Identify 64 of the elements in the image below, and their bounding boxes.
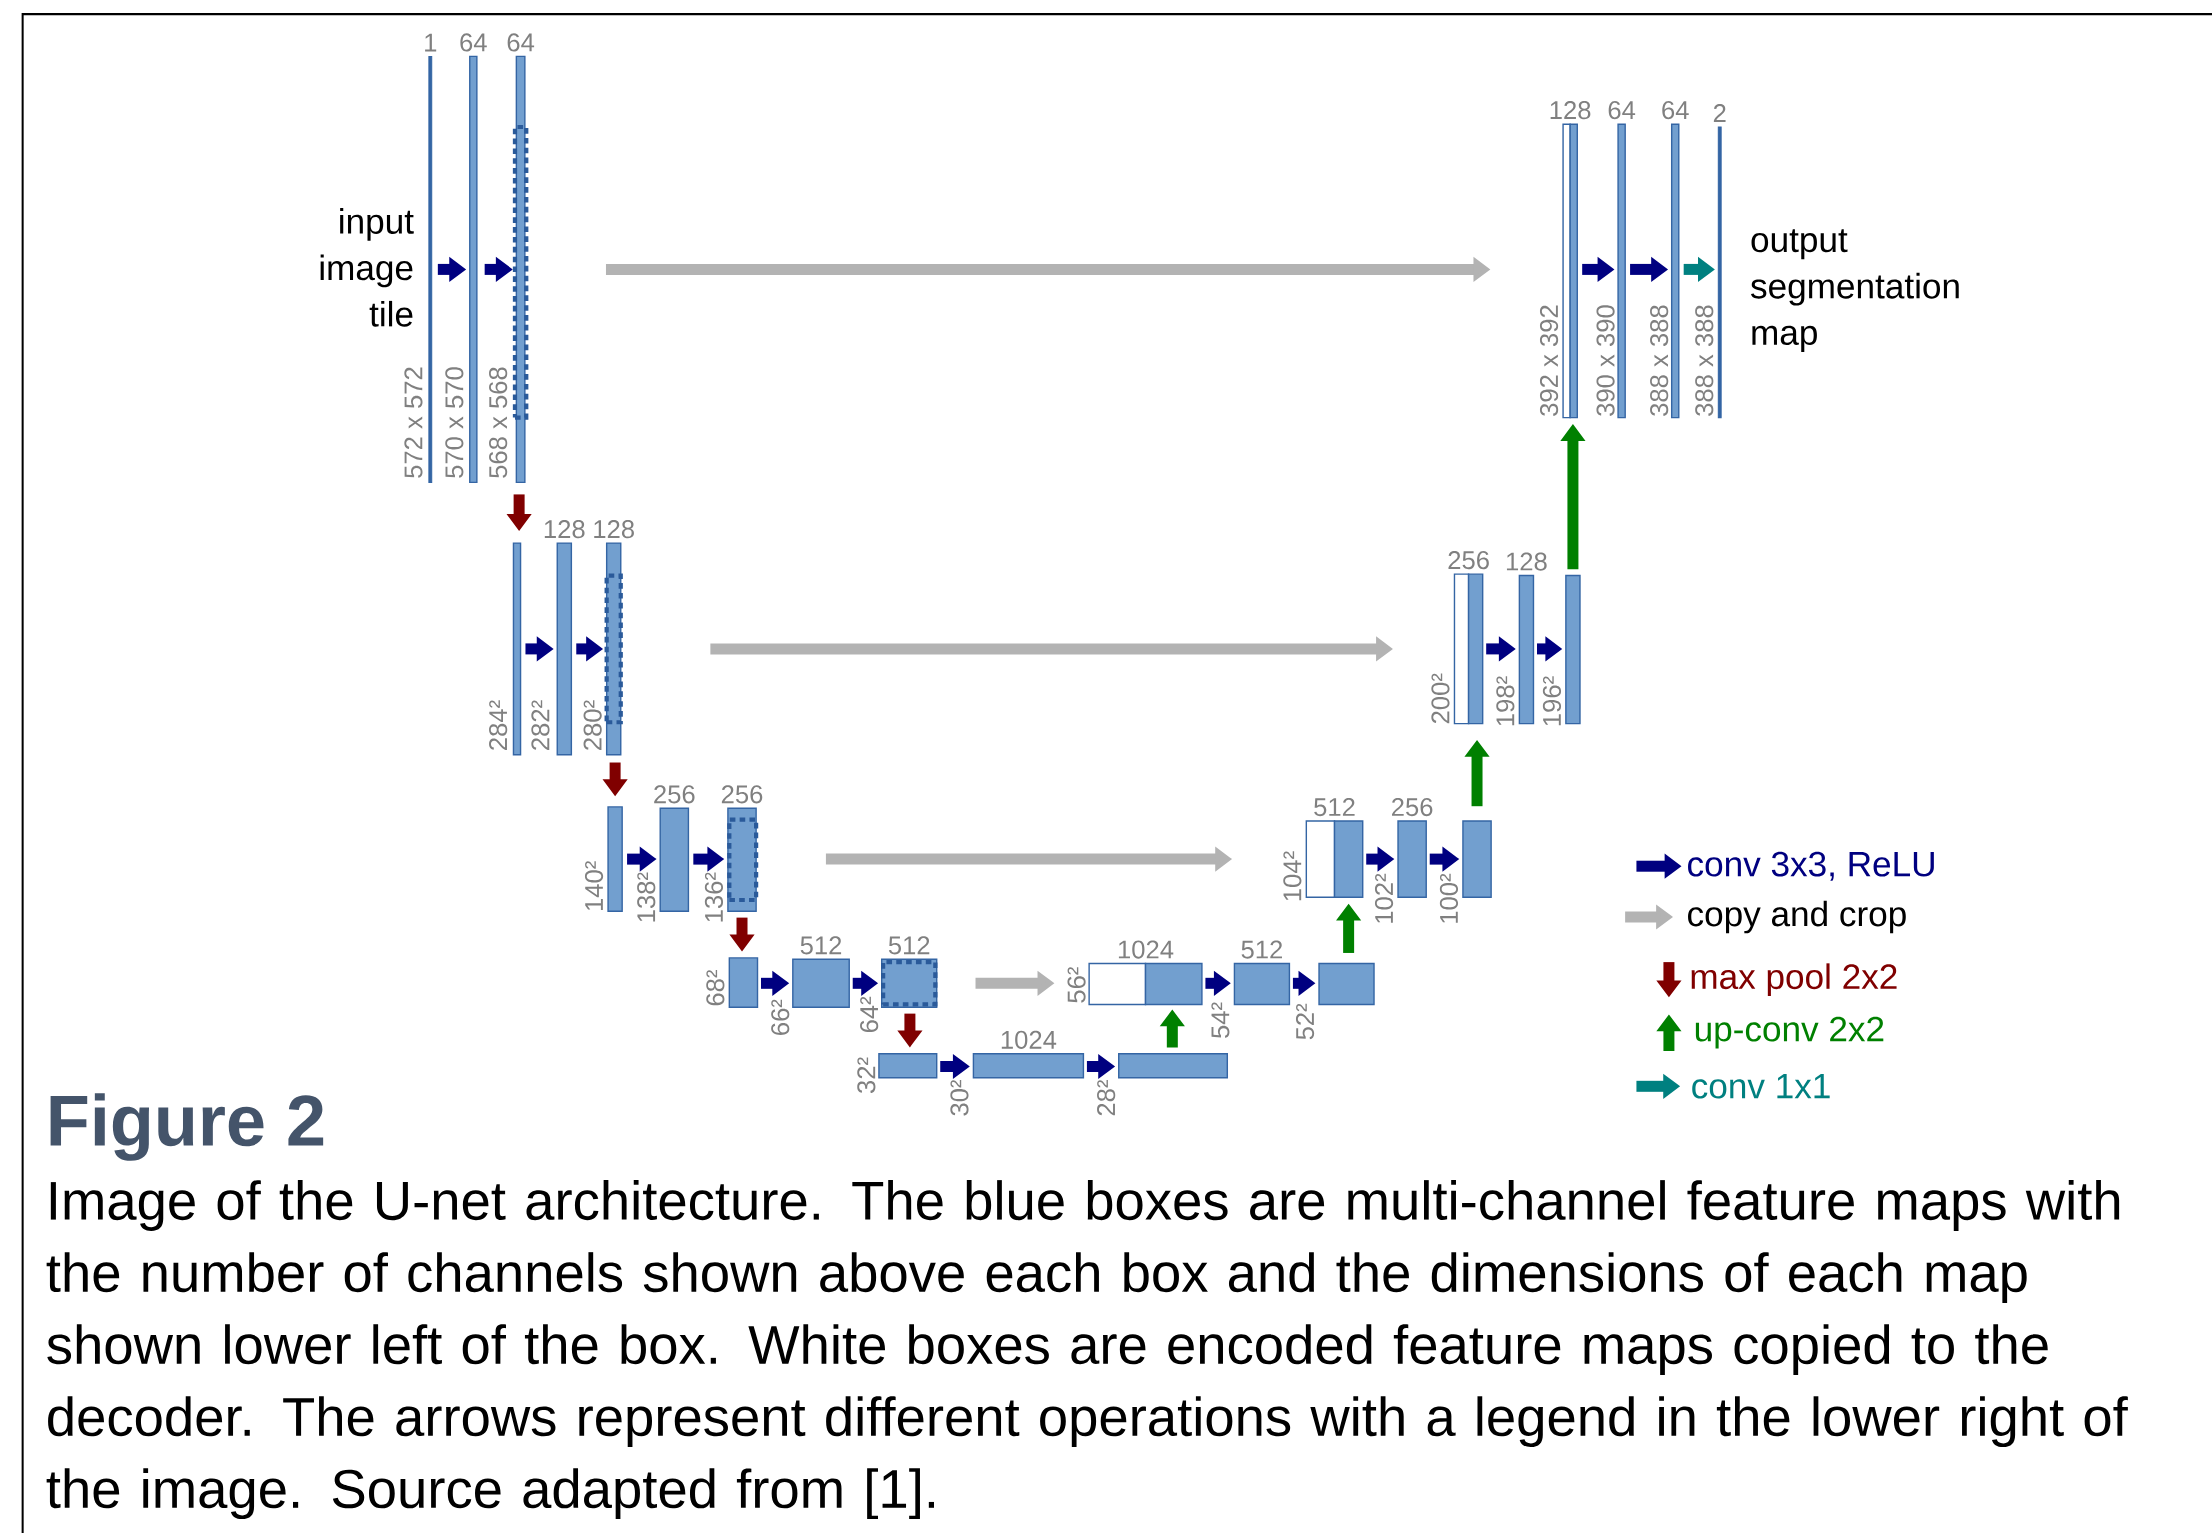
diagram-label: output segmentation map — [1751, 229, 1959, 352]
map-size-label: 392 x 392 — [1539, 305, 1559, 416]
map-size-label: 102² — [1374, 873, 1394, 923]
map-size-label: 136² — [704, 872, 724, 922]
feature-map-box — [1467, 573, 1484, 725]
channel-count: 256 — [1448, 551, 1489, 570]
map-size-label: 390 x 390 — [1596, 305, 1615, 416]
map-size-label: 28² — [1097, 1080, 1116, 1116]
feature-map-box — [1333, 820, 1364, 898]
map-size-label: 284² — [489, 700, 508, 750]
map-size-label: 282² — [531, 700, 550, 750]
map-size-label: 388 x 388 — [1650, 305, 1669, 416]
channel-count: 1 — [425, 33, 437, 52]
map-size-label: 388 x 388 — [1695, 305, 1714, 416]
map-size-label: 198² — [1496, 676, 1515, 726]
channel-count: 512 — [1314, 797, 1355, 817]
channel-count: 2 — [1713, 104, 1726, 122]
channel-count: 64 — [507, 33, 535, 52]
channel-count: 64 — [1662, 101, 1689, 120]
map-size-label: 66² — [771, 999, 790, 1035]
channel-count: 128 — [1506, 552, 1547, 571]
feature-map-box — [1144, 962, 1203, 1006]
legend-label: up-conv 2x2 — [1695, 1016, 1884, 1049]
map-size-label: 32² — [857, 1057, 876, 1093]
map-size-label: 280² — [583, 700, 602, 750]
map-size-label: 196² — [1542, 676, 1562, 726]
map-size-label: 138² — [637, 872, 656, 922]
legend-label: copy and crop — [1688, 900, 1906, 934]
crop-region-box — [604, 573, 623, 725]
channel-count: 1024 — [1001, 1030, 1057, 1049]
channel-count: 128 — [1550, 101, 1591, 120]
channel-count: 1024 — [1118, 940, 1174, 959]
map-size-label: 570 x 570 — [445, 367, 464, 478]
channel-count: 512 — [800, 936, 842, 955]
map-size-label: 54² — [1211, 1002, 1230, 1038]
channel-count: 64 — [1608, 101, 1636, 120]
map-size-label: 56² — [1067, 967, 1086, 1003]
map-size-label: 52² — [1295, 1003, 1315, 1040]
map-size-label: 100² — [1439, 873, 1459, 923]
figure-caption: Image of the U-net architecture. The blue boxes are multi-channel feature maps with the number of channels shown above each box and the dimensions of each map shown lower left of the box. White boxes are encoded feature maps copied to the decoder. The arrows represent different operations with a legend in the lower right of the image. Source adapted from [1]. — [46, 1180, 2128, 1520]
channel-count: 64 — [460, 33, 487, 52]
figure-title: Figure 2 — [50, 1093, 324, 1161]
channel-count: 512 — [1241, 940, 1282, 959]
diagram-label: input image tile — [320, 208, 414, 327]
crop-region-box — [512, 124, 529, 420]
map-size-label: 30² — [950, 1080, 969, 1116]
legend-label: conv 3x3, ReLU — [1688, 851, 1934, 881]
map-size-label: 104² — [1283, 851, 1302, 901]
channel-count: 512 — [888, 936, 930, 955]
channel-count: 128 — [594, 520, 634, 539]
crop-region-box — [727, 817, 759, 903]
map-size-label: 64² — [860, 996, 879, 1033]
map-size-label: 568 x 568 — [489, 367, 508, 478]
map-size-label: 200² — [1431, 673, 1450, 724]
legend-label: conv 1x1 — [1692, 1074, 1830, 1099]
map-size-label: 68² — [706, 970, 725, 1006]
channel-count: 128 — [544, 520, 585, 539]
feature-map-box — [1569, 123, 1578, 419]
legend-label: max pool 2x2 — [1691, 963, 1897, 997]
map-size-label: 572 x 572 — [404, 367, 423, 478]
channel-count: 256 — [721, 785, 763, 804]
channel-count: 256 — [1392, 797, 1433, 817]
channel-count: 256 — [654, 785, 695, 804]
map-size-label: 140² — [584, 861, 604, 911]
